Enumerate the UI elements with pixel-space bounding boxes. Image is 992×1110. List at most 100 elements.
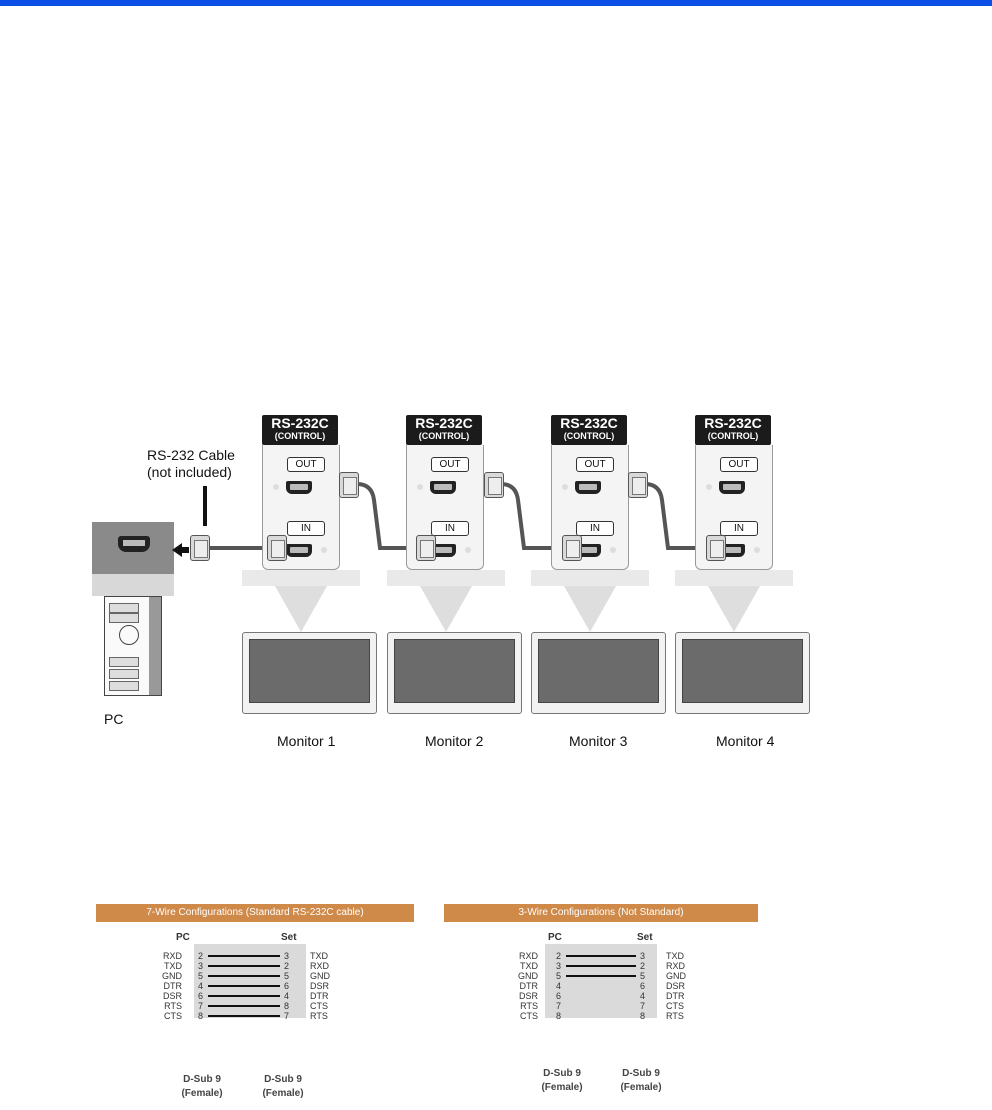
monitor-beam	[564, 586, 616, 632]
connector-gender: (Female)	[181, 1088, 223, 1099]
out-label: OUT	[431, 457, 469, 472]
set-pin-number: 3	[284, 951, 290, 961]
cable-pointer-line	[203, 486, 207, 526]
pc-signal-name: TXD	[520, 961, 538, 971]
pc-pin-number: 5	[556, 971, 562, 981]
set-pin-number: 3	[640, 951, 646, 961]
pc-pin-number: 3	[556, 961, 562, 971]
led-icon	[562, 484, 568, 490]
pc-signal-name: CTS	[520, 1011, 538, 1021]
left-connector-label: D-Sub 9 (Female)	[532, 1067, 592, 1095]
pc-signal-name: TXD	[164, 961, 182, 971]
arrow-stem	[181, 547, 189, 553]
set-signal-name: DTR	[310, 991, 329, 1001]
top-accent-bar	[0, 0, 992, 6]
pc-signal-name: DSR	[162, 991, 182, 1001]
cable-label-line-2: (not included)	[147, 464, 232, 480]
set-pin-number: 8	[284, 1001, 290, 1011]
pc-closeup-beam	[92, 574, 174, 596]
rs232c-panel-1: RS-232C(CONTROL) OUT IN	[262, 415, 340, 570]
pc-signal-name: DTR	[519, 981, 539, 991]
set-signal-name: RXD	[666, 961, 686, 971]
pc-signal-name: GND	[518, 971, 538, 981]
wire-line	[208, 965, 280, 967]
panel-subtitle: (CONTROL)	[707, 431, 759, 441]
pc-serial-port-closeup	[92, 522, 174, 574]
set-pin-number: 6	[284, 981, 290, 991]
monitor-2-label: Monitor 2	[425, 733, 484, 749]
panel-subtitle: (CONTROL)	[418, 431, 470, 441]
connector-type: D-Sub 9	[622, 1068, 660, 1079]
set-pin-number: 4	[640, 991, 646, 1001]
led-icon	[417, 484, 423, 490]
config-title-7-wire: 7-Wire Configurations (Standard RS-232C …	[96, 904, 414, 922]
set-signal-name: TXD	[310, 951, 328, 961]
wire-line	[208, 975, 280, 977]
cable-label-line-1: RS-232 Cable	[147, 447, 235, 463]
set-signal-name: GND	[310, 971, 330, 981]
connector-gender: (Female)	[541, 1082, 583, 1093]
connector-gender: (Female)	[620, 1082, 662, 1093]
set-pin-number: 2	[284, 961, 290, 971]
in-label: IN	[431, 521, 469, 536]
pc-tower-icon	[104, 596, 162, 696]
wire-line	[566, 975, 636, 977]
connector-type: D-Sub 9	[183, 1074, 221, 1085]
in-label: IN	[576, 521, 614, 536]
pc-signal-name: DTR	[163, 981, 183, 991]
cable-monitor-3-to-4	[644, 482, 710, 550]
cable-monitor-2-to-3	[500, 482, 566, 550]
pc-signal-name: GND	[162, 971, 182, 981]
cable-plug	[628, 472, 648, 498]
panel-header: RS-232C(CONTROL)	[695, 415, 771, 445]
set-signal-name: TXD	[666, 951, 684, 961]
right-connector-label: D-Sub 9 (Female)	[611, 1067, 671, 1095]
set-signal-name: DTR	[666, 991, 685, 1001]
left-connector-label: D-Sub 9 (Female)	[172, 1073, 232, 1101]
pc-signal-name: RXD	[518, 951, 538, 961]
right-connector-label: D-Sub 9 (Female)	[253, 1073, 313, 1101]
panel-subtitle: (CONTROL)	[274, 431, 326, 441]
cable-plug	[416, 535, 436, 561]
cable-plug	[267, 535, 287, 561]
pc-pin-number: 2	[556, 951, 562, 961]
in-port-icon	[430, 544, 456, 557]
set-pin-number: 2	[640, 961, 646, 971]
out-port-icon	[719, 481, 745, 494]
rs232-cable-label: RS-232 Cable (not included)	[147, 447, 235, 481]
panel-title: RS-232C	[271, 415, 329, 431]
in-label: IN	[287, 521, 325, 536]
led-icon	[610, 547, 616, 553]
pc-pin-number: 8	[198, 1011, 204, 1021]
panel-header: RS-232C(CONTROL)	[262, 415, 338, 445]
pc-pin-number: 5	[198, 971, 204, 981]
out-port-icon	[575, 481, 601, 494]
monitor-beam	[708, 586, 760, 632]
set-signal-name: RTS	[310, 1011, 328, 1021]
out-port-icon	[286, 481, 312, 494]
monitor-4-label: Monitor 4	[716, 733, 775, 749]
in-port-icon	[286, 544, 312, 557]
set-signal-name: CTS	[666, 1001, 684, 1011]
pc-column-header: PC	[176, 932, 190, 943]
monitor-1-icon	[242, 632, 377, 714]
led-icon	[706, 484, 712, 490]
wire-line	[208, 1005, 280, 1007]
monitor-beam	[275, 586, 327, 632]
pc-serial-port-icon	[118, 536, 150, 552]
wire-line	[208, 985, 280, 987]
cable-plug	[562, 535, 582, 561]
out-label: OUT	[287, 457, 325, 472]
cable-plug	[339, 472, 359, 498]
pc-pin-number: 4	[556, 981, 562, 991]
set-column-header: Set	[281, 932, 297, 943]
set-pin-number: 5	[640, 971, 646, 981]
wire-line	[208, 1015, 280, 1017]
set-pin-number: 7	[640, 1001, 646, 1011]
pc-signal-name: RTS	[164, 1001, 182, 1011]
rs232c-panel-2: RS-232C(CONTROL) OUT IN	[406, 415, 484, 570]
set-signal-name: RXD	[310, 961, 330, 971]
set-pin-number: 4	[284, 991, 290, 1001]
in-label: IN	[720, 521, 758, 536]
arrow-left-icon	[172, 543, 182, 557]
